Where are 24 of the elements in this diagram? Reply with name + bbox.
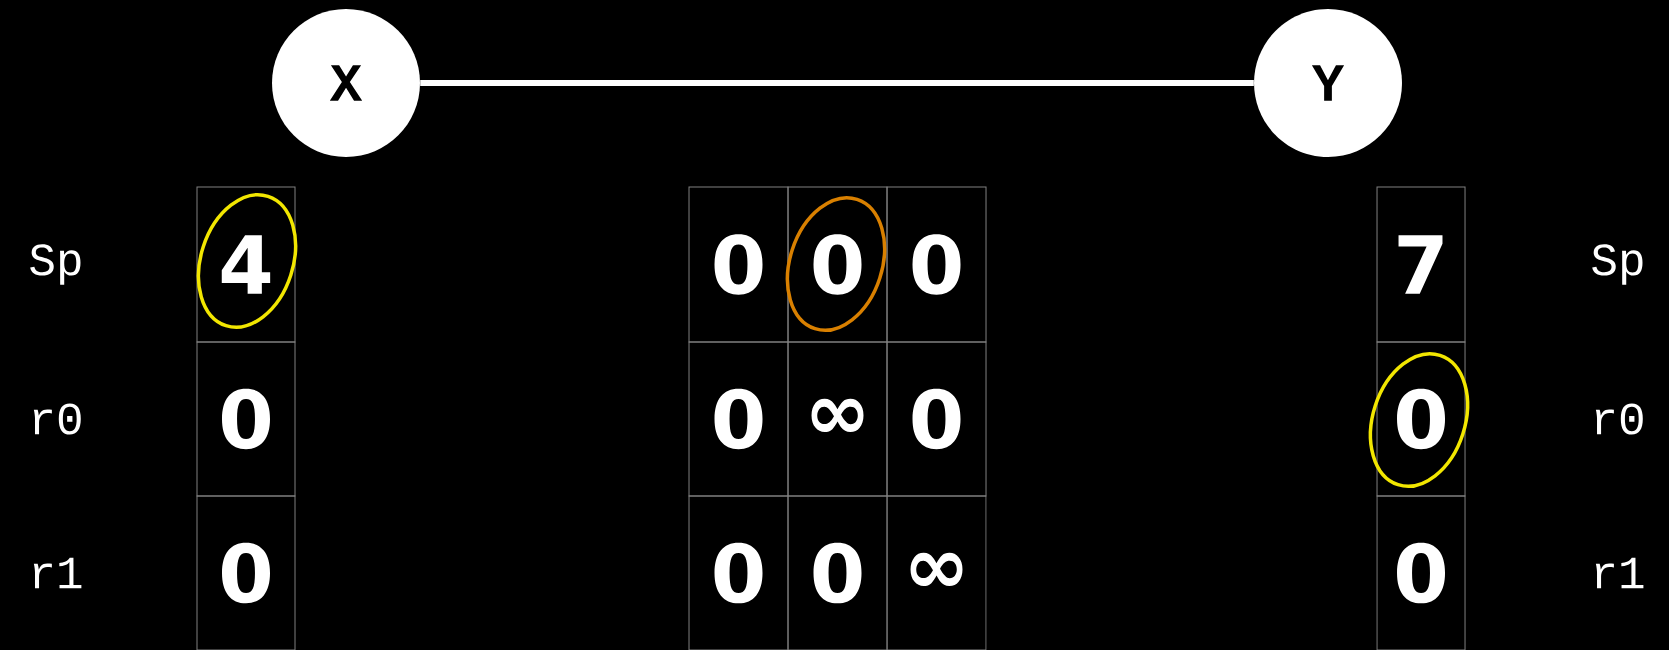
table-cell: ∞ [886,495,987,650]
table-cell: 7 [1376,186,1466,343]
table-cell: 4 [196,186,296,343]
table-cell: 0 [886,186,987,343]
table-cell: 0 [196,495,296,650]
row-label: Sp [1592,244,1643,285]
row-label: Sp [30,244,81,285]
table-cell: 0 [688,186,789,343]
row-label: r0 [1595,403,1643,435]
table-cell: 0 [196,341,296,497]
row-label: r0 [33,403,81,435]
row-label: r1 [33,557,82,589]
table-cell: 0 [688,495,789,650]
table-cell: 0 [688,341,789,497]
connector-line [420,80,1254,86]
row-label: r1 [1595,557,1644,589]
table-cell: ∞ [787,341,888,497]
table-cell: 0 [1376,495,1466,650]
table-cell: 0 [787,186,888,343]
table-cell: 0 [1376,341,1466,497]
table-cell: 0 [886,341,987,497]
table-cell: 0 [787,495,888,650]
circle-node: X [272,9,420,157]
circle-node: Y [1254,9,1402,157]
